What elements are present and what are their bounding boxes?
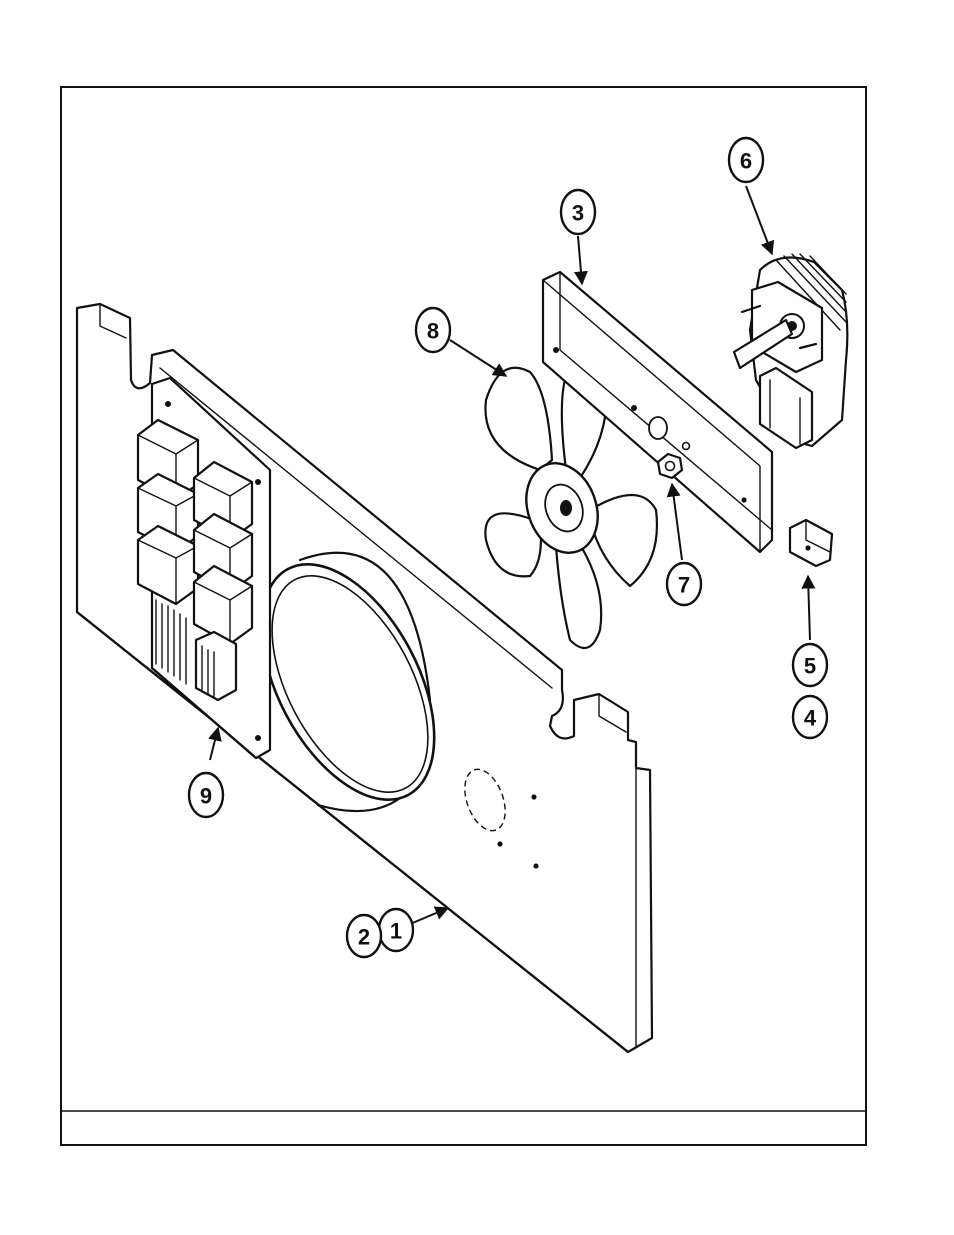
callout-4: 4	[793, 696, 827, 738]
callout-label: 2	[358, 925, 370, 950]
callout-label: 9	[200, 784, 212, 809]
callout-label: 4	[804, 706, 817, 731]
callout-6: 6	[729, 138, 763, 182]
callout-8: 8	[416, 308, 450, 352]
fan-motor	[734, 254, 847, 448]
callout-3: 3	[561, 190, 595, 234]
callout-2: 2	[347, 915, 381, 957]
callout-label: 6	[740, 149, 752, 174]
callout-label: 1	[390, 919, 402, 944]
callout-label: 3	[572, 201, 584, 226]
mounting-clip	[790, 520, 832, 566]
callout-label: 8	[427, 319, 439, 344]
callout-7: 7	[667, 563, 701, 605]
callout-label: 7	[678, 573, 690, 598]
callout-9: 9	[189, 773, 223, 817]
callout-label: 5	[804, 654, 816, 679]
callout-1: 1	[379, 909, 413, 951]
callout-5: 5	[793, 644, 827, 686]
